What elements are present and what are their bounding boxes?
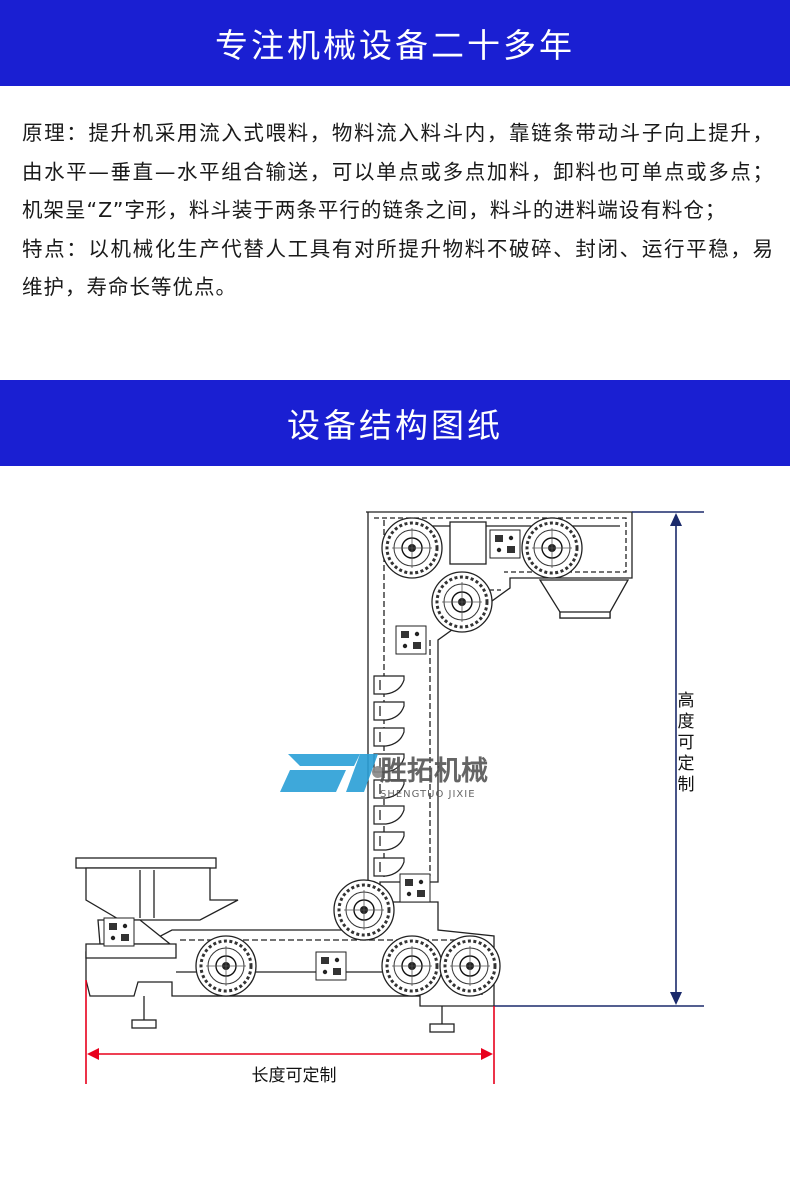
principle-paragraph: 原理：提升机采用流入式喂料，物料流入料斗内，靠链条带动斗子向上提升，由水平—垂直… <box>22 121 774 222</box>
drawing-banner-title: 设备结构图纸 <box>287 406 503 445</box>
height-label-char: 度 <box>678 712 695 732</box>
height-label-text: 高度可定制 <box>678 691 695 795</box>
brand-logo <box>280 754 384 792</box>
height-label-char: 定 <box>678 754 695 774</box>
brand-watermark: 胜拓机械 SHENGTUO JIXIE <box>280 754 488 800</box>
height-label-char: 可 <box>678 733 695 753</box>
height-label: 高度可定制 <box>678 691 695 795</box>
features-paragraph: 特点：以机械化生产代替人工具有对所提升物料不破碎、封闭、运行平稳，易维护，寿命长… <box>22 236 774 300</box>
drawing-banner: 设备结构图纸 <box>0 380 790 466</box>
brand-name-cn: 胜拓机械 <box>380 756 488 787</box>
brand-name-en: SHENGTUO JIXIE <box>380 789 476 800</box>
height-label-char: 制 <box>678 775 695 795</box>
structure-drawing: 高度可定制 长度可定制 胜拓机械 SHENGTUO JIXIE <box>75 511 704 1086</box>
top-banner: 专注机械设备二十多年 <box>0 0 790 86</box>
dimension-lines <box>85 511 704 1084</box>
height-label-char: 高 <box>678 691 695 711</box>
top-banner-title: 专注机械设备二十多年 <box>215 26 575 65</box>
description-block: 原理：提升机采用流入式喂料，物料流入料斗内，靠链条带动斗子向上提升，由水平—垂直… <box>22 114 774 307</box>
length-label: 长度可定制 <box>252 1066 337 1086</box>
